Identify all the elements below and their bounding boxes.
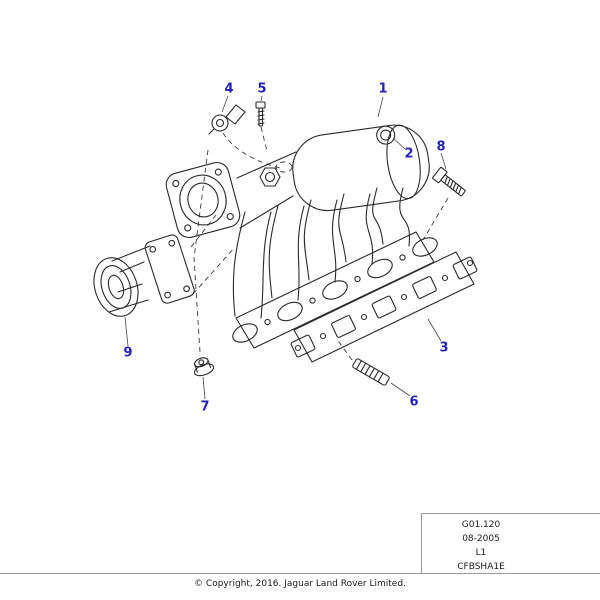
callout-5[interactable]: 5: [257, 82, 266, 97]
copyright-footer: © Copyright, 2016. Jaguar Land Rover Lim…: [0, 573, 600, 600]
copyright-text: © Copyright, 2016. Jaguar Land Rover Lim…: [194, 579, 406, 589]
callout-9[interactable]: 9: [123, 346, 132, 361]
callout-7[interactable]: 7: [200, 400, 209, 415]
leader-line-3: [427, 318, 442, 342]
throttle-body: [93, 234, 195, 317]
ref-figure-number: G01.120: [461, 520, 501, 530]
leader-lines: [124, 95, 447, 400]
manifold-gasket: [290, 251, 478, 363]
callout-4[interactable]: 4: [224, 82, 233, 97]
plenum-chamber: [236, 124, 430, 229]
leader-line-9: [124, 316, 129, 347]
bolt: [432, 166, 466, 197]
sensor: [208, 104, 246, 135]
leader-line-8: [440, 152, 447, 170]
air-inlet-flange: [165, 161, 241, 239]
hex-boss: [259, 167, 281, 187]
stud: [352, 358, 390, 386]
small-bolt: [255, 101, 266, 127]
nut: [193, 357, 215, 377]
leader-line-7: [202, 376, 206, 400]
port-cap: [376, 125, 396, 145]
leader-line-6: [390, 382, 411, 397]
callout-8[interactable]: 8: [436, 140, 445, 155]
leader-line-4: [221, 95, 229, 113]
ref-code: CFBSHA1E: [457, 561, 505, 572]
leader-line-5: [260, 95, 263, 102]
callout-6[interactable]: 6: [409, 395, 418, 410]
ref-date: 08-2005: [462, 533, 500, 544]
mounting-flange: [232, 231, 438, 349]
runners: [232, 187, 411, 319]
callout-3[interactable]: 3: [439, 341, 448, 356]
leader-line-1: [377, 96, 384, 118]
callout-1[interactable]: 1: [378, 82, 387, 97]
leader-line-2: [392, 137, 406, 150]
reference-code-box: G01.120 08-2005 L1 CFBSHA1E: [421, 513, 600, 574]
callout-2[interactable]: 2: [404, 147, 413, 162]
ref-page: L1: [475, 547, 487, 558]
assembly-dashed-lines: [190, 126, 449, 361]
